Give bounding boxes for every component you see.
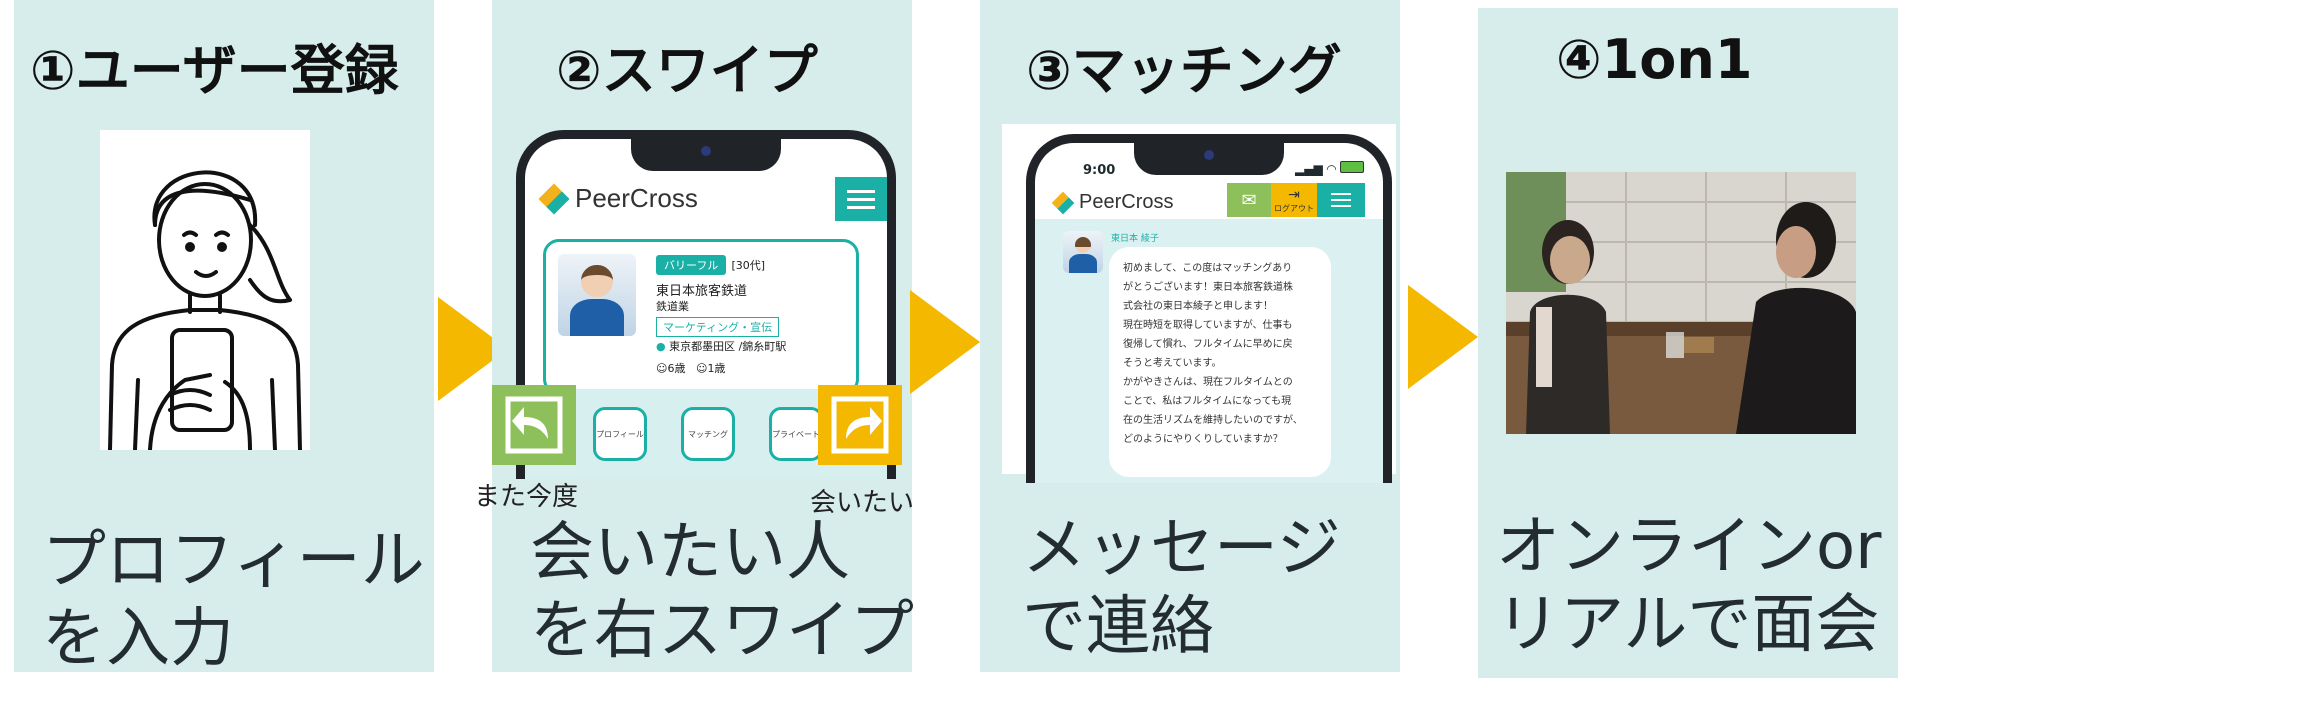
- app-logo: PeerCross: [1055, 191, 1173, 214]
- status-time: 9:00: [1083, 163, 1115, 178]
- child2-age: 1歳: [707, 362, 725, 375]
- app-logo-text: PeerCross: [575, 183, 698, 214]
- logout-icon: ⇥: [1288, 187, 1300, 203]
- location-icon: ●: [656, 340, 666, 353]
- location-label: ● 東京都墨田区 /錦糸町駅: [656, 338, 786, 354]
- arrow-right-3: [1408, 285, 1478, 389]
- child-icon: ☺: [656, 362, 667, 375]
- status-icons: ▂▄▆ ◠: [1295, 161, 1364, 176]
- hamburger-menu-button[interactable]: [1317, 183, 1365, 217]
- hamburger-menu-button[interactable]: [835, 177, 887, 221]
- phone-chat-screen: 9:00 ▂▄▆ ◠ PeerCross ✉ ⇥ログアウト 東日本 綾子 初めま…: [1026, 134, 1392, 483]
- camera-icon: [1204, 150, 1214, 160]
- person-with-phone-illustration: [100, 130, 310, 450]
- nav-private-label: プライベート: [772, 429, 820, 440]
- children-info: ☺6歳 ☺1歳: [656, 360, 725, 376]
- step3-title: ③マッチング: [1026, 26, 1342, 105]
- nav-profile-label: プロフィール: [596, 429, 644, 440]
- status-badge: バリーフル: [656, 255, 726, 275]
- arrow-right-2: [910, 290, 980, 394]
- child-icon: ☺: [696, 362, 707, 375]
- step1-description: プロフィール を入力: [42, 522, 425, 678]
- logout-label: ログアウト: [1274, 203, 1314, 214]
- nav-matching-label: マッチング: [688, 429, 728, 440]
- sender-name: 東日本 綾子: [1111, 231, 1159, 244]
- mail-button[interactable]: ✉: [1227, 183, 1271, 217]
- child1-age: 6歳: [667, 362, 685, 375]
- swipe-right-arrow-icon: [828, 395, 892, 455]
- app-logo-text: PeerCross: [1079, 191, 1173, 214]
- swipe-right-button[interactable]: [818, 385, 902, 465]
- nav-private-button[interactable]: プライベート: [769, 407, 823, 461]
- step4-description: オンラインor リアルで面会: [1496, 508, 1881, 664]
- step2-title: ②スワイプ: [556, 26, 818, 105]
- company-name: 東日本旅客鉄道: [656, 280, 747, 299]
- step4-title: ④1on1: [1556, 28, 1752, 91]
- step2-description: 会いたい人 を右スワイプ: [530, 514, 914, 670]
- phone-notch: [631, 137, 781, 171]
- swipe-left-button[interactable]: [492, 385, 576, 465]
- age-label: [30代]: [731, 259, 765, 272]
- step1-title: ①ユーザー登録: [30, 26, 399, 105]
- sender-avatar: [1063, 231, 1103, 273]
- chat-message: 初めまして、この度はマッチングあり がとうございます！東日本旅客鉄道株 式会社の…: [1109, 247, 1331, 477]
- profile-avatar: [558, 254, 636, 336]
- logo-diamond-icon: [538, 183, 569, 214]
- logout-button[interactable]: ⇥ログアウト: [1271, 183, 1317, 217]
- swipe-left-arrow-icon: [502, 395, 566, 455]
- nav-matching-button[interactable]: マッチング: [681, 407, 735, 461]
- job-tag: マーケティング・宣伝: [656, 317, 779, 337]
- phone-notch: [1134, 141, 1284, 175]
- step3-description: メッセージ で連絡: [1022, 510, 1341, 666]
- location-text: 東京都墨田区 /錦糸町駅: [669, 340, 786, 353]
- logo-diamond-icon: [1052, 191, 1075, 214]
- meeting-photo: [1506, 172, 1856, 434]
- swipe-left-label: また今度: [474, 476, 578, 513]
- profile-card[interactable]: バリーフル [30代] 東日本旅客鉄道 鉄道業 マーケティング・宣伝 ● 東京都…: [543, 239, 859, 395]
- camera-icon: [701, 146, 711, 156]
- app-logo: PeerCross: [543, 183, 698, 214]
- nav-profile-button[interactable]: プロフィール: [593, 407, 647, 461]
- industry-label: 鉄道業: [656, 298, 689, 314]
